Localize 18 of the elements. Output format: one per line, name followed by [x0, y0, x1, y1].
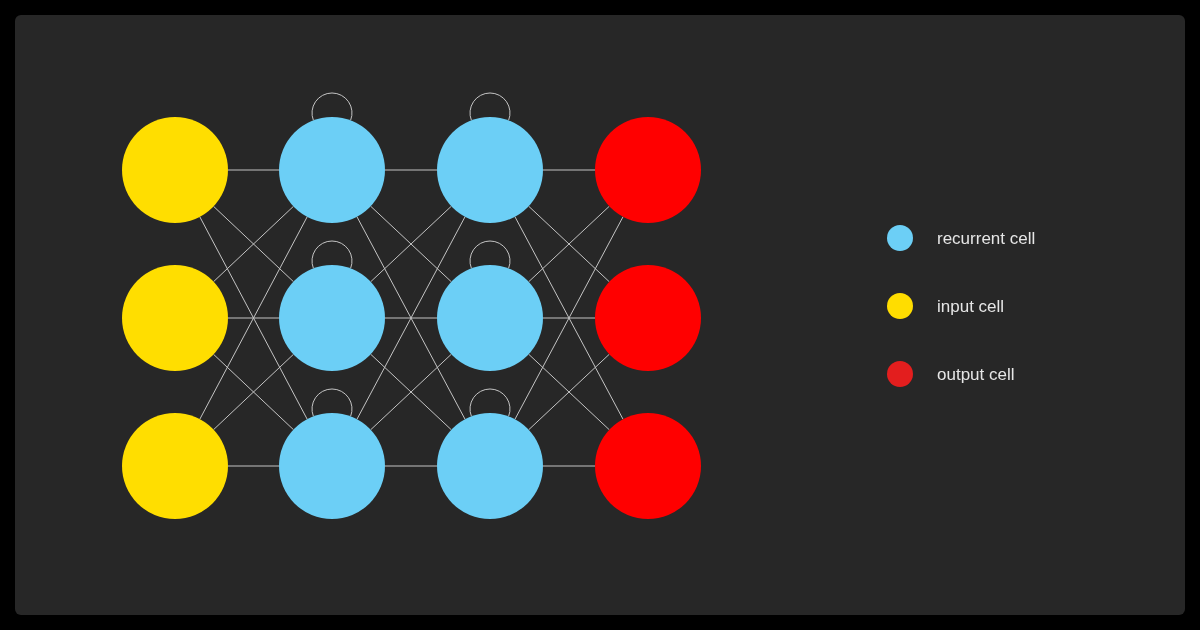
connection-line [542, 465, 596, 467]
connection-line [384, 465, 438, 467]
self-loop [469, 92, 511, 121]
self-loop [469, 388, 511, 417]
connection-line [227, 317, 280, 319]
connection-line [542, 169, 596, 171]
connection-line [384, 317, 438, 319]
legend-label: output cell [937, 365, 1015, 383]
legend-label: input cell [937, 297, 1005, 315]
self-loop [311, 388, 353, 417]
connection-line [384, 169, 438, 171]
connection-line [227, 169, 280, 171]
self-loop [311, 240, 353, 269]
self-loop [469, 240, 511, 269]
connection-line [542, 317, 596, 319]
legend-label: recurrent cell [937, 229, 1036, 247]
connection-line [227, 465, 280, 467]
self-loop [311, 92, 353, 121]
